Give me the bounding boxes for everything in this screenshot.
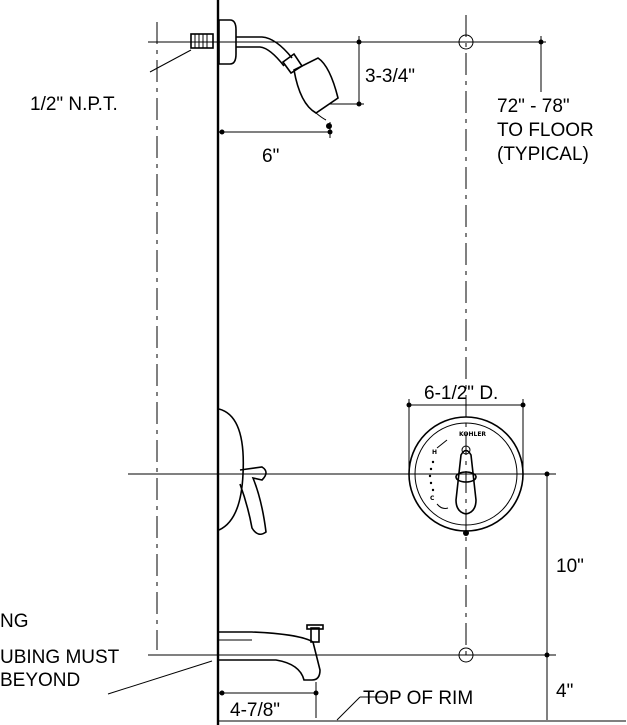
spout-body bbox=[219, 631, 321, 681]
dimension-spout-reach: 4-7/8" bbox=[218, 682, 626, 722]
dimension-valve-to-spout: 10" 4" bbox=[544, 471, 584, 720]
spout-center-circle bbox=[458, 647, 474, 663]
drop-label: 3-3/4" bbox=[365, 66, 415, 87]
dimension-trim-diameter: 6-1/2" D. bbox=[406, 383, 526, 470]
note-line-1: NG bbox=[0, 611, 29, 632]
shower-arm-top bbox=[236, 36, 293, 59]
spout-reach-label: 4-7/8" bbox=[230, 700, 280, 721]
diverter-knob bbox=[310, 627, 320, 643]
showerhead bbox=[190, 19, 339, 129]
valve-to-spout-label: 10" bbox=[556, 556, 584, 577]
hot-mark: H bbox=[432, 449, 437, 456]
npt-thread bbox=[190, 33, 214, 49]
showerhead-nut bbox=[281, 52, 304, 75]
temp-limit-icon bbox=[461, 445, 471, 455]
escutcheon-side bbox=[218, 408, 245, 531]
dimension-height: 72" - 78" TO FLOOR (TYPICAL) bbox=[497, 36, 594, 165]
top-of-rim-label: TOP OF RIM bbox=[363, 688, 473, 709]
trim-plate-inner bbox=[414, 422, 518, 526]
note-line-2: UBING MUST bbox=[0, 647, 120, 668]
dimension-drop: 3-3/4" bbox=[330, 36, 415, 107]
top-of-rim-callout: TOP OF RIM bbox=[336, 688, 473, 721]
height-label-2: TO FLOOR bbox=[497, 120, 594, 141]
lever-tip-point bbox=[463, 530, 469, 536]
lever-front bbox=[455, 449, 477, 515]
thread-label: 1/2" N.P.T. bbox=[30, 94, 118, 115]
spout-to-rim-label: 4" bbox=[556, 681, 573, 702]
dimension-arm-reach: 6" bbox=[218, 122, 333, 167]
showerhead-body bbox=[293, 57, 339, 114]
valve-trim-front: KOHLER H C bbox=[408, 416, 524, 536]
showerhead-center-circle bbox=[458, 34, 474, 50]
lever-side bbox=[239, 466, 267, 536]
valve-handle-side-view bbox=[218, 408, 267, 536]
showerhead-face-point bbox=[326, 123, 332, 129]
cold-mark: C bbox=[430, 495, 435, 502]
arm-reach-label: 6" bbox=[262, 146, 279, 167]
lever-badge bbox=[455, 471, 477, 483]
tub-spout bbox=[219, 624, 324, 681]
dimension-thread: 1/2" N.P.T. bbox=[30, 49, 192, 115]
tubing-note: NG UBING MUST BEYOND bbox=[0, 611, 213, 695]
centerlines bbox=[128, 15, 556, 663]
shower-arm-bottom bbox=[236, 46, 285, 67]
height-label-1: 72" - 78" bbox=[497, 96, 570, 117]
brand-mark: KOHLER bbox=[459, 431, 486, 438]
trim-diameter-label: 6-1/2" D. bbox=[424, 383, 498, 404]
note-line-3: BEYOND bbox=[0, 670, 80, 691]
height-label-3: (TYPICAL) bbox=[497, 144, 589, 165]
showerhead-flange bbox=[218, 19, 237, 65]
